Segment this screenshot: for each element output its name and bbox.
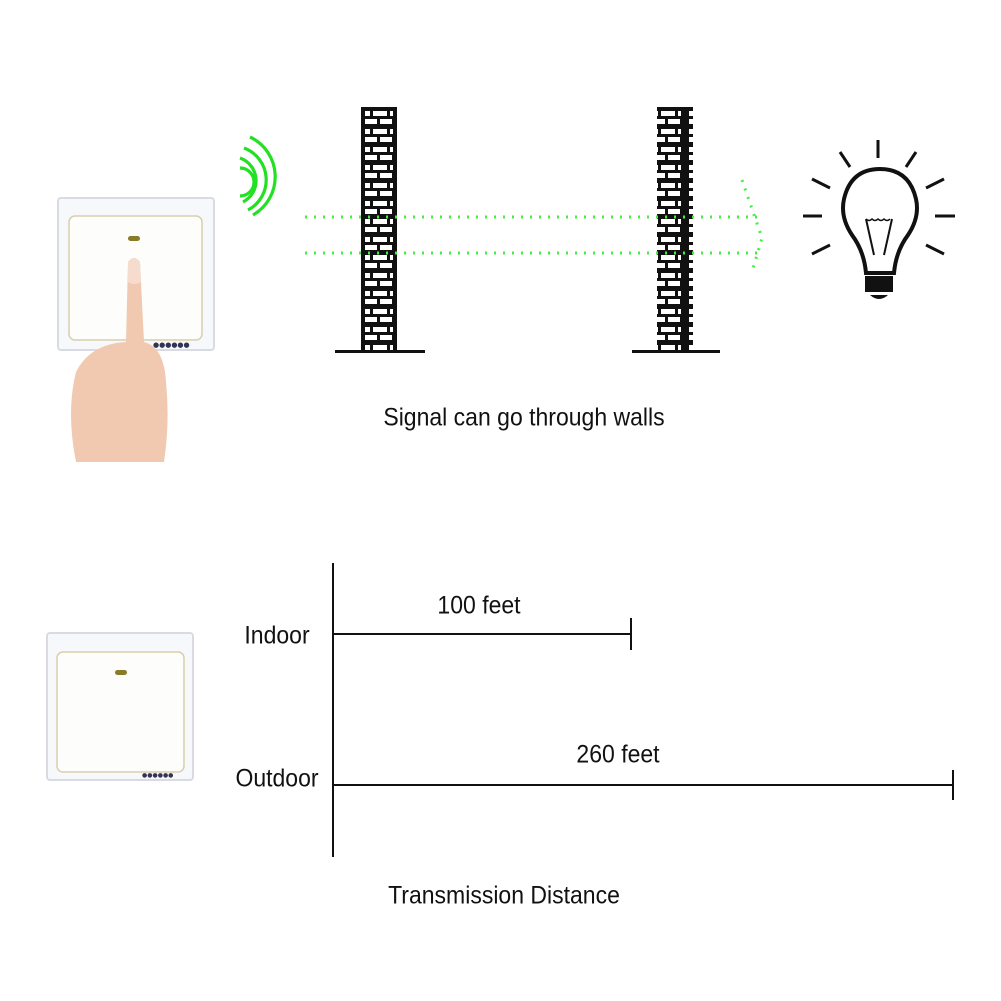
caption-transmission: Transmission Distance (388, 881, 620, 910)
caption-walls: Signal can go through walls (383, 403, 665, 432)
finger-hand (71, 258, 168, 462)
svg-text:●●●●●●: ●●●●●● (153, 341, 190, 349)
signal-arrow (305, 179, 764, 273)
brick-wall-1 (335, 107, 425, 353)
outdoor-label: Outdoor (235, 764, 319, 793)
distance-chart (332, 563, 954, 857)
wall-switch: ●●●●●● (46, 632, 194, 781)
svg-text:●●●●●●: ●●●●●● (142, 772, 173, 779)
indicator-led (128, 236, 140, 241)
wall-switch-pressed: ●●●●●● (57, 197, 215, 462)
light-bulb-icon (803, 140, 955, 299)
signal-waves-icon (239, 135, 277, 217)
brick-wall-2 (632, 107, 720, 353)
outdoor-distance-label: 260 feet (576, 740, 660, 769)
indicator-led (115, 670, 127, 675)
indoor-distance-label: 100 feet (437, 591, 521, 620)
indoor-label: Indoor (244, 621, 310, 650)
